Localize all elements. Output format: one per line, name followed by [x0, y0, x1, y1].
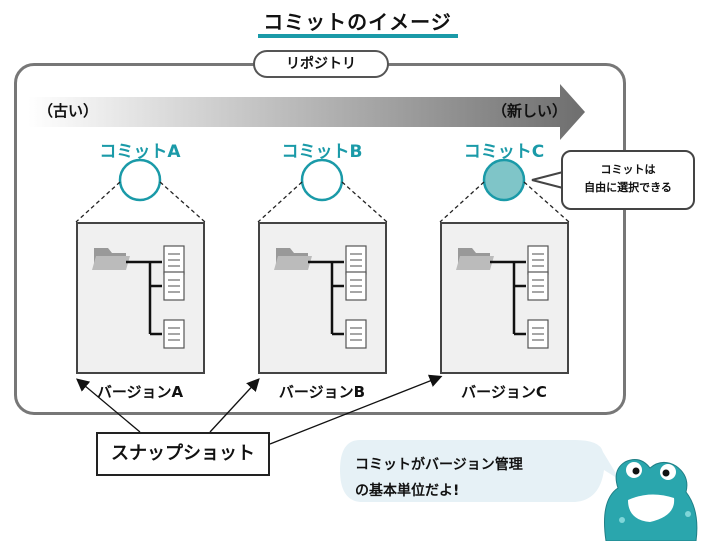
speech-bubble	[340, 440, 620, 502]
commit-c-label: コミットC	[463, 142, 545, 162]
snapshot-arrows	[76, 374, 443, 445]
callout-pointer	[531, 171, 564, 189]
version-c-label: バージョンC	[461, 383, 547, 401]
folder-icon	[274, 248, 312, 270]
commit-a-label: コミットA	[99, 142, 181, 162]
version-b-label: バージョンB	[278, 383, 366, 401]
commit-c-circle	[482, 158, 526, 202]
speech-line-1: コミットがバージョン管理	[355, 457, 523, 473]
file-tree-icon	[92, 245, 185, 349]
timeline-new-label: （新しい）	[492, 102, 568, 120]
callout-line-2: 自由に選択できる	[584, 181, 672, 194]
folder-icon	[92, 248, 130, 270]
commit-b-label: コミットB	[281, 142, 363, 162]
version-a-label: バージョンA	[96, 383, 184, 401]
title-underline	[258, 34, 458, 38]
page-title: コミットのイメージ	[263, 10, 452, 34]
version-a-box[interactable]	[76, 222, 205, 374]
speech-bubble-text: コミットがバージョン管理 の基本単位だよ!	[355, 452, 595, 504]
version-b-box[interactable]	[258, 222, 387, 374]
file-tree-icon	[456, 245, 549, 349]
snapshot-label: スナップショット	[96, 432, 270, 476]
timeline-arrow	[28, 84, 585, 140]
projection-lines	[75, 181, 570, 223]
folder-icon	[456, 248, 494, 270]
selection-callout: コミットは 自由に選択できる	[561, 150, 695, 210]
timeline-old-label: （古い）	[38, 102, 99, 120]
frog-mascot-icon	[604, 459, 698, 541]
file-tree-icon	[274, 245, 367, 349]
callout-line-1: コミットは	[600, 163, 656, 176]
speech-line-2: の基本単位だよ!	[355, 483, 460, 499]
commit-b-circle	[300, 158, 344, 202]
commit-a-circle	[118, 158, 162, 202]
repository-label: リポジトリ	[253, 50, 389, 78]
version-c-box[interactable]	[440, 222, 569, 374]
